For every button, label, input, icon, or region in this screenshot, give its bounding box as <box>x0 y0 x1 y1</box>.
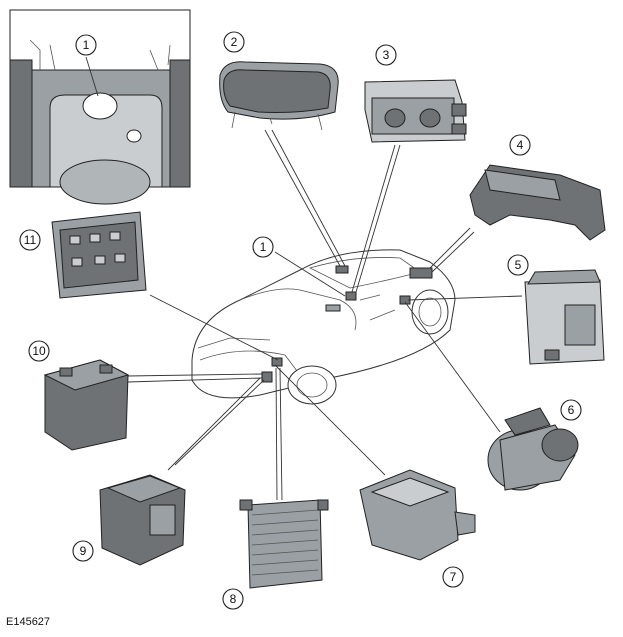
svg-text:4: 4 <box>517 138 524 152</box>
callout-11: 11 <box>19 229 41 251</box>
component-2-instrument-cluster <box>219 61 339 131</box>
component-6-starter-motor <box>487 407 579 491</box>
svg-text:11: 11 <box>24 233 37 247</box>
vehicle-outline <box>191 249 456 405</box>
figure-code-label: E145627 <box>6 616 51 628</box>
svg-text:9: 9 <box>80 544 87 558</box>
svg-text:5: 5 <box>515 258 522 272</box>
component-9-relay-box <box>99 474 186 566</box>
leader-lines <box>85 56 523 501</box>
component-7-control-unit <box>359 469 476 561</box>
callout-8: 8 <box>222 588 244 610</box>
component-10-battery <box>43 359 130 451</box>
component-4-module-housing <box>469 164 606 241</box>
callout-4: 4 <box>509 134 531 156</box>
callout-7: 7 <box>442 566 464 588</box>
svg-text:7: 7 <box>450 570 457 584</box>
component-8-heatsink-module <box>239 499 329 589</box>
component-3-control-panel <box>364 79 467 143</box>
svg-text:6: 6 <box>568 403 575 417</box>
component-11-junction-box <box>51 211 147 299</box>
component-5-control-module <box>524 269 605 365</box>
svg-text:1: 1 <box>260 240 267 254</box>
callout-6: 6 <box>560 399 582 421</box>
callout-3: 3 <box>375 44 397 66</box>
callout-1-vehicle: 1 <box>252 236 274 258</box>
callout-9: 9 <box>72 540 94 562</box>
callout-5: 5 <box>507 254 529 276</box>
inset-detail <box>9 9 191 205</box>
svg-text:3: 3 <box>383 48 390 62</box>
callout-2: 2 <box>223 31 245 53</box>
callout-1-inset: 1 <box>75 34 97 56</box>
svg-text:1: 1 <box>83 38 90 52</box>
svg-text:10: 10 <box>32 344 46 358</box>
svg-text:8: 8 <box>230 592 237 606</box>
callout-10: 10 <box>28 340 50 362</box>
svg-text:2: 2 <box>231 35 238 49</box>
